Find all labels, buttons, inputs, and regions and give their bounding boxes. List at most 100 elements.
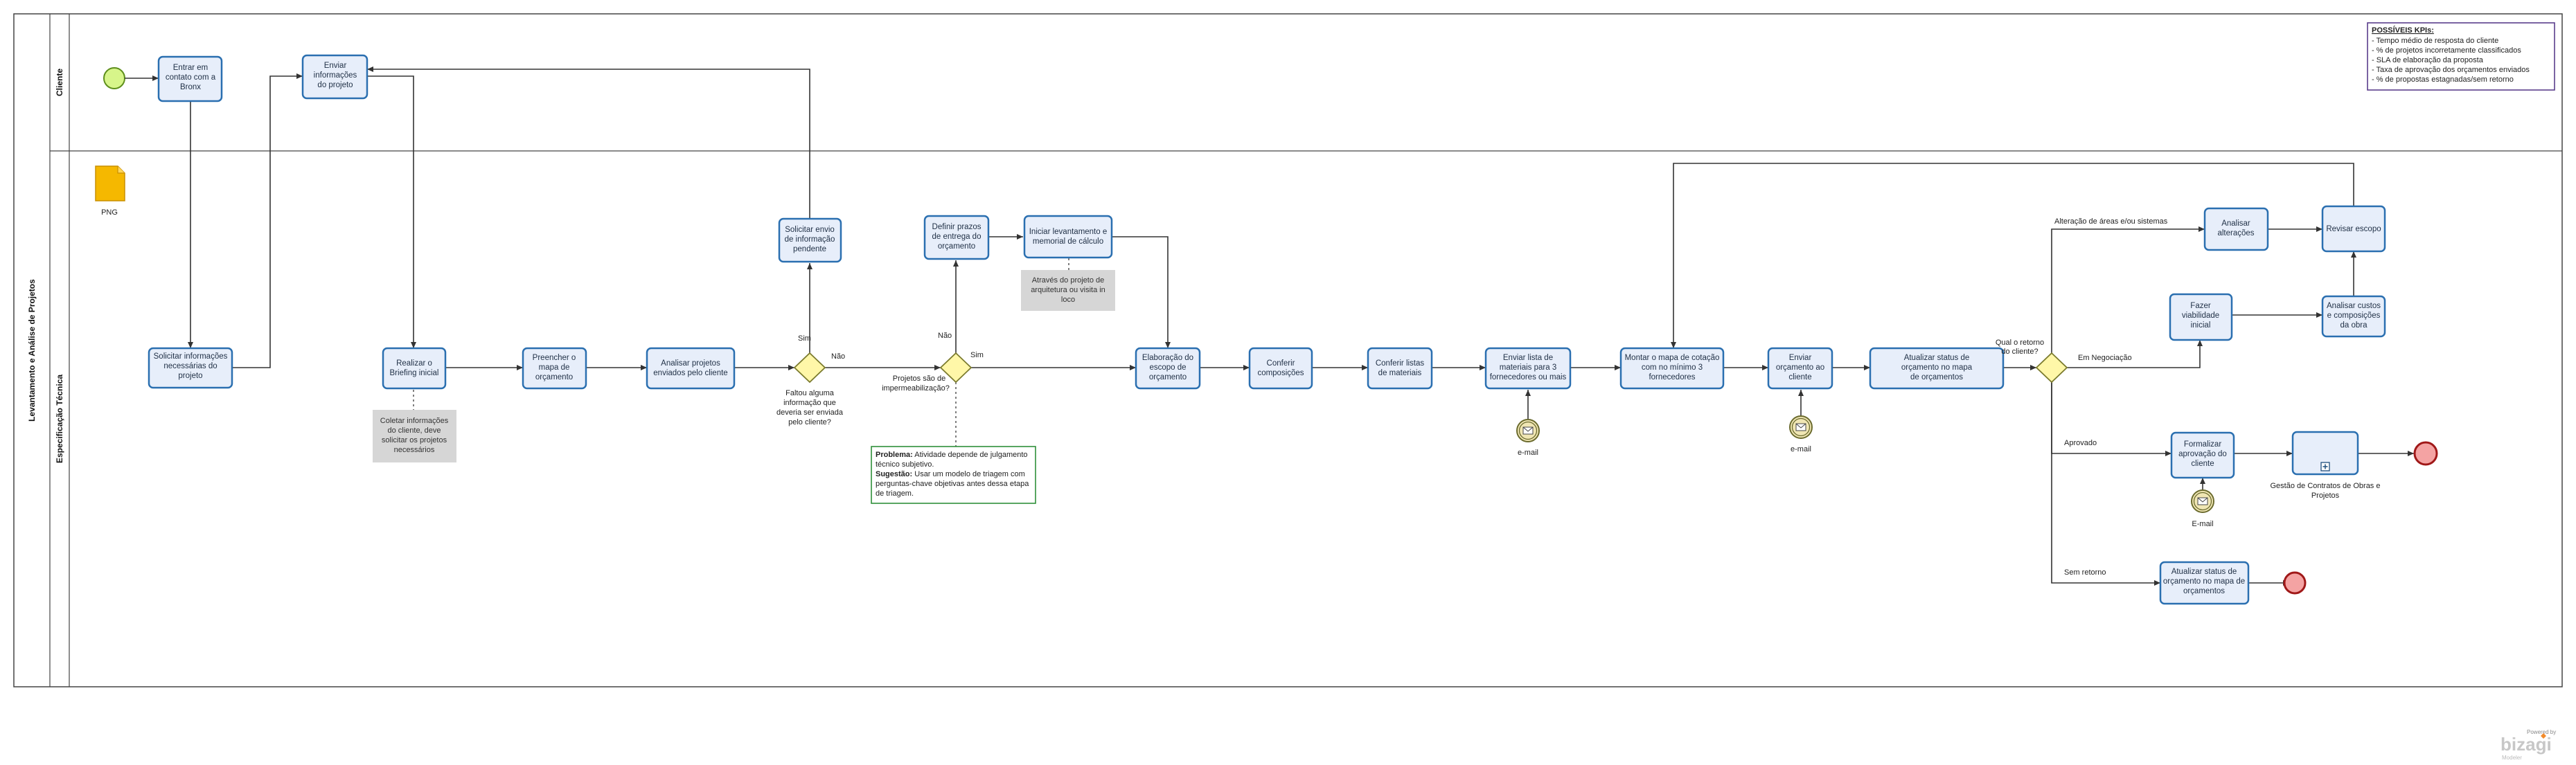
task-solicitar-informacoes[interactable]: Solicitar informações necessárias do pro… bbox=[148, 347, 233, 389]
svg-text:Preencher o: Preencher o bbox=[533, 354, 576, 362]
svg-text:Atualizar status de: Atualizar status de bbox=[1904, 354, 1970, 362]
svg-text:Analisar custos: Analisar custos bbox=[2327, 302, 2381, 310]
svg-text:cliente: cliente bbox=[2191, 460, 2214, 468]
flow-label-negociacao: Em Negociação bbox=[2078, 354, 2132, 362]
svg-text:de materiais: de materiais bbox=[1378, 369, 1422, 377]
svg-text:Analisar: Analisar bbox=[2221, 219, 2250, 228]
svg-text:Enviar: Enviar bbox=[324, 62, 347, 70]
kpi-title: POSSÍVEIS KPIs: bbox=[2372, 26, 2434, 35]
svg-text:Conferir: Conferir bbox=[1267, 359, 1295, 368]
svg-text:necessários: necessários bbox=[394, 446, 435, 454]
lane-title-tecnica: Especificação Técnica bbox=[55, 375, 64, 463]
svg-text:do projeto: do projeto bbox=[317, 81, 353, 89]
svg-text:e composições: e composições bbox=[2327, 312, 2381, 320]
svg-text:informações: informações bbox=[314, 71, 357, 80]
task-montar-mapa[interactable]: Montar o mapa de cotação com no mínimo 3… bbox=[1619, 347, 1725, 390]
svg-text:do cliente?: do cliente? bbox=[2001, 348, 2038, 356]
task-atualizar-status-2[interactable]: Atualizar status de orçamento no mapa de… bbox=[2159, 561, 2250, 605]
png-artifact: PNG bbox=[95, 165, 125, 217]
svg-text:necessárias do: necessárias do bbox=[163, 362, 217, 370]
document-icon bbox=[95, 165, 125, 201]
task-enviar-informacoes[interactable]: Enviar informações do projeto bbox=[301, 54, 368, 100]
svg-text:Enviar lista de: Enviar lista de bbox=[1503, 354, 1553, 362]
svg-text:Fazer: Fazer bbox=[2190, 302, 2211, 310]
svg-text:de orçamentos: de orçamentos bbox=[1910, 373, 1963, 381]
task-revisar-escopo[interactable]: Revisar escopo bbox=[2321, 205, 2386, 253]
task-analisar-custos[interactable]: Analisar custos e composições da obra bbox=[2321, 295, 2386, 338]
svg-text:Enviar: Enviar bbox=[1789, 354, 1812, 362]
svg-text:Modeler: Modeler bbox=[2502, 755, 2522, 761]
svg-text:escopo de: escopo de bbox=[1149, 363, 1186, 372]
task-analisar-projetos[interactable]: Analisar projetos enviados pelo cliente bbox=[646, 347, 736, 390]
svg-text:e-mail: e-mail bbox=[1791, 445, 1811, 453]
task-enviar-lista[interactable]: Enviar lista de materiais para 3 fornece… bbox=[1484, 347, 1572, 390]
annotation-atraves: Através do projeto de arquitetura ou vis… bbox=[1021, 270, 1115, 311]
svg-text:Elaboração do: Elaboração do bbox=[1142, 354, 1193, 362]
flow-label-sim: Sim bbox=[970, 351, 984, 359]
svg-text:Solicitar informações: Solicitar informações bbox=[154, 352, 228, 361]
task-preencher-mapa[interactable]: Preencher o mapa de orçamento bbox=[522, 347, 587, 390]
svg-text:orçamento: orçamento bbox=[1149, 373, 1187, 381]
svg-text:solicitar os projetos: solicitar os projetos bbox=[382, 436, 447, 444]
bizagi-logo-icon bbox=[2541, 733, 2546, 739]
task-solicitar-envio[interactable]: Solicitar envio de informação pendente bbox=[778, 217, 842, 263]
svg-text:impermeabilização?: impermeabilização? bbox=[882, 384, 950, 393]
svg-text:Sugestão: Usar um modelo de tr: Sugestão: Usar um modelo de triagem com bbox=[876, 470, 1025, 478]
svg-text:Solicitar envio: Solicitar envio bbox=[785, 226, 835, 234]
message-event-email-1[interactable]: e-mail bbox=[1516, 419, 1540, 457]
bizagi-brand: Powered by bizagi Modeler bbox=[2501, 729, 2556, 761]
svg-text:Formalizar: Formalizar bbox=[2184, 440, 2221, 449]
task-enviar-orcamento[interactable]: Enviar orçamento ao cliente bbox=[1767, 347, 1833, 390]
annotation-problema: Problema: Atividade depende de julgament… bbox=[871, 446, 1036, 504]
svg-text:aprovação do: aprovação do bbox=[2178, 450, 2227, 458]
message-event-email-3[interactable]: E-mail bbox=[2191, 489, 2214, 528]
svg-text:Analisar projetos: Analisar projetos bbox=[661, 359, 720, 368]
task-conferir-listas[interactable]: Conferir listas de materiais bbox=[1367, 347, 1433, 390]
envelope-icon bbox=[2197, 497, 2208, 505]
task-entrar-contato[interactable]: Entrar em contato com a Bronx bbox=[157, 55, 223, 102]
task-atualizar-status[interactable]: Atualizar status de orçamento no mapa de… bbox=[1869, 347, 2005, 390]
svg-text:Briefing inicial: Briefing inicial bbox=[390, 369, 439, 377]
flow-label-alteracao: Alteração de áreas e/ou sistemas bbox=[2054, 217, 2168, 226]
svg-text:enviados pelo cliente: enviados pelo cliente bbox=[653, 369, 727, 377]
subprocess-gestao-contratos[interactable]: Gestão de Contratos de Obras e Projetos bbox=[2271, 431, 2381, 500]
svg-text:informação que: informação que bbox=[783, 399, 836, 407]
task-conferir-composicoes[interactable]: Conferir composições bbox=[1248, 347, 1313, 390]
message-event-email-2[interactable]: e-mail bbox=[1789, 415, 1813, 453]
svg-text:Entrar em: Entrar em bbox=[173, 64, 208, 72]
svg-text:orçamento no mapa de: orçamento no mapa de bbox=[2163, 577, 2245, 586]
svg-text:e-mail: e-mail bbox=[1518, 449, 1538, 457]
lane-title-cliente: Cliente bbox=[55, 69, 64, 96]
gateway-impermeabilizacao[interactable]: Projetos são de impermeabilização? bbox=[882, 352, 972, 393]
associations bbox=[413, 258, 1069, 447]
end-event-aprovado[interactable] bbox=[2413, 441, 2438, 466]
task-fazer-viabilidade[interactable]: Fazer viabilidade inicial bbox=[2169, 293, 2233, 341]
svg-text:Montar o mapa de cotação: Montar o mapa de cotação bbox=[1625, 354, 1720, 362]
svg-text:de informação: de informação bbox=[785, 235, 835, 244]
gateway-retorno-cliente[interactable]: Qual o retorno do cliente? bbox=[1996, 339, 2068, 384]
flow-label-nao: Não bbox=[938, 332, 952, 340]
task-formalizar-aprovacao[interactable]: Formalizar aprovação do cliente bbox=[2170, 431, 2235, 479]
kpi-item: - SLA de elaboração da proposta bbox=[2372, 56, 2484, 64]
envelope-icon bbox=[1795, 423, 1806, 431]
svg-text:Realizar o: Realizar o bbox=[396, 359, 432, 368]
task-definir-prazos[interactable]: Definir prazos de entrega do orçamento bbox=[923, 215, 990, 260]
task-elaboracao-escopo[interactable]: Elaboração do escopo de orçamento bbox=[1135, 347, 1201, 390]
task-realizar-briefing[interactable]: Realizar o Briefing inicial bbox=[382, 347, 447, 390]
end-event-sem-retorno[interactable] bbox=[2283, 571, 2307, 595]
task-iniciar-levantamento[interactable]: Iniciar levantamento e memorial de cálcu… bbox=[1023, 215, 1113, 259]
flow-label-nao: Não bbox=[831, 352, 845, 361]
svg-text:cliente: cliente bbox=[1788, 373, 1811, 381]
flow-label-sim: Sim bbox=[798, 334, 811, 343]
svg-text:pendente: pendente bbox=[793, 245, 826, 253]
start-event[interactable] bbox=[103, 67, 125, 89]
gateway-faltou-informacao[interactable]: Faltou alguma informação que deveria ser… bbox=[776, 352, 844, 426]
svg-text:Bronx: Bronx bbox=[180, 83, 201, 91]
svg-text:com no mínimo 3: com no mínimo 3 bbox=[1642, 363, 1703, 372]
svg-text:alterações: alterações bbox=[2217, 229, 2254, 237]
svg-text:técnico subjetivo.: técnico subjetivo. bbox=[876, 460, 934, 469]
svg-text:mapa de: mapa de bbox=[539, 363, 570, 372]
task-analisar-alteracoes[interactable]: Analisar alterações bbox=[2203, 207, 2269, 251]
svg-text:de entrega do: de entrega do bbox=[932, 233, 981, 241]
subprocess-label: Projetos bbox=[2311, 492, 2340, 500]
